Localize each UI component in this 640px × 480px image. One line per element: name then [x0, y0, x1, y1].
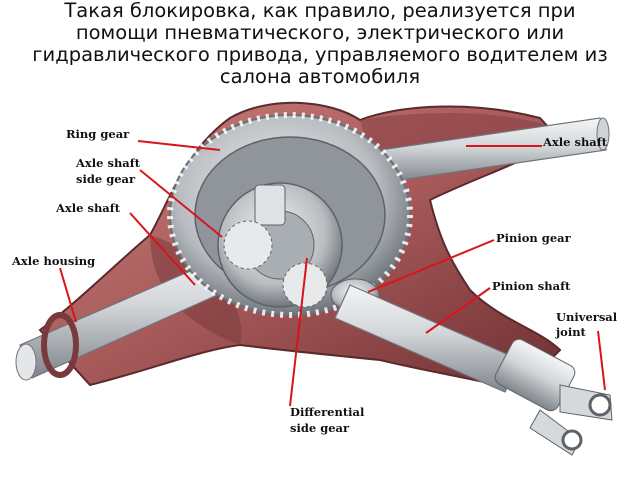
axle-housing-tube: [41, 312, 79, 378]
leader-axle-housing: [59, 267, 77, 323]
leader-lines: [59, 140, 606, 407]
slide-caption: Такая блокировка, как правило, реализует…: [0, 0, 640, 98]
universal-joint: [494, 338, 613, 456]
leader-universal-joint: [597, 330, 606, 391]
label-differential-side-gear-line2: side gear: [290, 421, 350, 435]
leader-differential-side-gear: [289, 257, 308, 407]
leader-pinion-shaft: [425, 287, 491, 334]
part-labels: Ring gear Axle shaft side gear Axle shaf…: [11, 127, 618, 435]
leader-axle-shaft-side-gear: [139, 169, 223, 238]
label-ring-gear: Ring gear: [66, 127, 130, 141]
label-axle-shaft-right: Axle shaft: [542, 135, 608, 149]
leader-pinion-gear: [367, 239, 495, 293]
label-pinion-gear: Pinion gear: [496, 231, 572, 245]
label-axle-shaft-side-gear-line2: side gear: [76, 172, 136, 186]
leader-axle-shaft-left: [129, 212, 196, 286]
caption-line-2: помощи пневматического, электрического и…: [75, 21, 565, 44]
caption-line-4: салона автомобиля: [219, 65, 421, 88]
label-pinion-shaft: Pinion shaft: [492, 279, 571, 293]
leader-ring-gear: [137, 140, 221, 151]
label-axle-shaft-side-gear-line1: Axle shaft: [75, 156, 141, 170]
caption-line-1: Такая блокировка, как правило, реализует…: [64, 0, 576, 22]
label-axle-shaft-left: Axle shaft: [55, 201, 121, 215]
label-axle-housing: Axle housing: [11, 254, 95, 268]
pinion-shaft: [334, 284, 521, 393]
label-universal-joint-line1: Universal: [556, 310, 618, 324]
label-differential-side-gear-line1: Differential: [290, 405, 365, 419]
label-universal-joint-line2: joint: [555, 325, 587, 339]
caption-line-3: гидравлического привода, управляемого во…: [32, 43, 608, 66]
differential-carrier: [217, 182, 343, 308]
